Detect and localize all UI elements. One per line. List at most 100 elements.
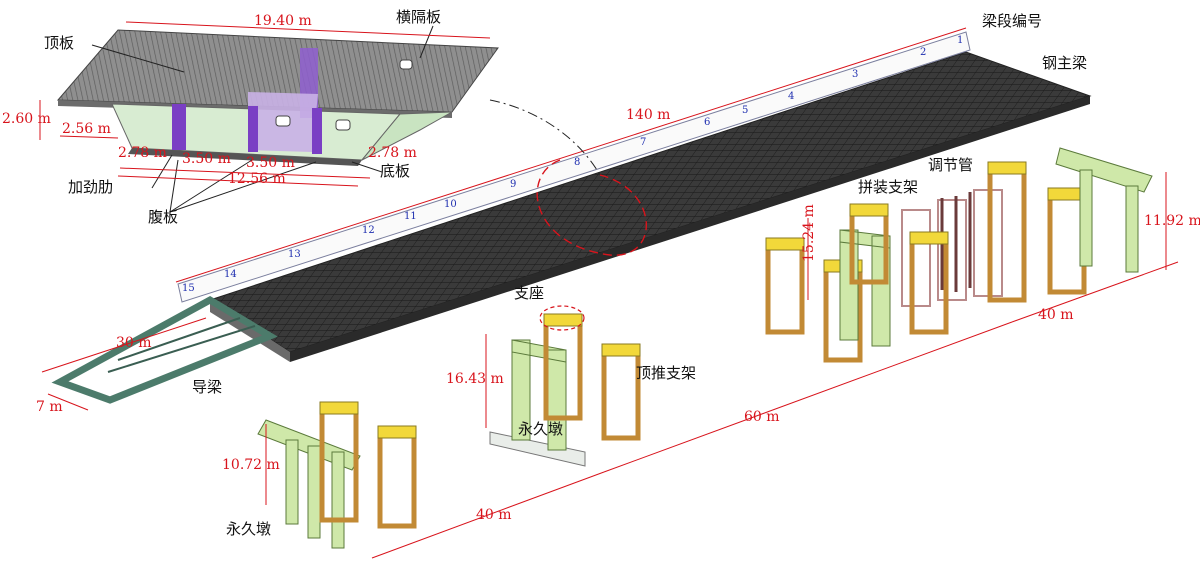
dim-span-mid: 60 m xyxy=(744,409,780,425)
leader-stiffener xyxy=(151,154,173,189)
segment-number: 7 xyxy=(640,137,647,148)
leader-bottom-plate xyxy=(351,161,383,173)
back-frame-cap-3 xyxy=(849,203,889,217)
mid-bearing-cap xyxy=(543,313,583,327)
dim-frame-height: 15.24 m xyxy=(801,204,817,262)
manhole-1 xyxy=(335,119,351,131)
leader-web-3 xyxy=(169,161,317,213)
label-top-plate: 顶板 xyxy=(44,34,75,52)
back-pier-col-2 xyxy=(1125,185,1139,273)
segment-number: 3 xyxy=(852,69,859,80)
segment-number: 12 xyxy=(362,225,375,236)
back-frame-cap-1 xyxy=(765,237,805,251)
assembly-frames xyxy=(901,189,1003,307)
dim-bottom-seg-1: 2.78 m xyxy=(118,145,167,161)
dim-front-pier-height: 10.72 m xyxy=(222,457,280,473)
dim-nose-width: 7 m xyxy=(36,399,63,415)
label-jack-frame: 顶推支架 xyxy=(636,364,697,382)
label-web: 腹板 xyxy=(148,208,179,226)
segment-number: 4 xyxy=(788,91,795,102)
label-segment-number: 梁段编号 xyxy=(982,12,1043,30)
back-assembly-group xyxy=(765,147,1167,363)
detail-ellipse xyxy=(536,159,647,256)
bearing-highlight xyxy=(539,305,585,331)
mid-jack-frame xyxy=(601,349,641,441)
dim-cantilever: 2.56 m xyxy=(62,121,111,137)
leader-diaphragm xyxy=(419,25,434,59)
web-plate-1 xyxy=(172,104,186,150)
nose-bracing xyxy=(107,317,256,373)
front-pier-col-2 xyxy=(307,445,321,539)
segment-band xyxy=(177,31,971,303)
label-diaphragm: 横隔板 xyxy=(396,8,442,26)
segment-number: 15 xyxy=(182,283,195,294)
label-permanent-pier-mid: 永久墩 xyxy=(518,420,564,438)
label-launching-nose: 导梁 xyxy=(192,378,223,396)
dim-bottom-seg-4: 2.78 m xyxy=(368,145,417,161)
dim-width-top: 19.40 m xyxy=(254,13,312,29)
segment-number: 8 xyxy=(574,157,581,168)
back-frame-1 xyxy=(765,243,805,335)
middle-pier-group xyxy=(485,305,641,467)
dim-girder-length: 140 m xyxy=(626,107,671,123)
nose-girder xyxy=(51,295,278,404)
dim-back-pier-height: 11.92 m xyxy=(1144,213,1200,229)
dim-bottom-seg-2: 3.50 m xyxy=(182,151,231,167)
label-bearing: 支座 xyxy=(514,284,545,302)
back-permanent-pier xyxy=(839,229,891,347)
leader-web-1 xyxy=(169,159,179,213)
front-jack-frame-2 xyxy=(377,431,417,529)
girder-side xyxy=(290,96,1090,362)
label-bottom-plate: 底板 xyxy=(380,162,411,180)
segment-number: 11 xyxy=(404,211,417,222)
label-assembly-frame: 拼装支架 xyxy=(858,178,919,196)
dim-bottom-width: 12.56 m xyxy=(228,171,286,187)
section-dimension-lines xyxy=(39,21,491,187)
web-plate-3 xyxy=(312,108,322,154)
segment-strip xyxy=(175,27,971,303)
manhole-2 xyxy=(275,115,291,127)
segment-number: 10 xyxy=(444,199,457,210)
span-dimension-lines xyxy=(371,261,1179,559)
dim-span-front: 40 m xyxy=(476,507,512,523)
dim-mid-pier-height: 16.43 m xyxy=(446,371,504,387)
back-frame-cap-4 xyxy=(909,231,949,245)
back-frame-cap-5 xyxy=(987,161,1027,175)
segment-number: 2 xyxy=(920,47,927,58)
label-adjust-pipe: 调节管 xyxy=(928,156,974,174)
nose-width-dim xyxy=(47,393,89,411)
bottom-plate xyxy=(128,148,362,166)
label-permanent-pier-front: 永久墩 xyxy=(226,520,272,538)
nose-length-dim xyxy=(41,317,207,373)
mid-jack-cap xyxy=(601,343,641,357)
front-jack-cap-2 xyxy=(377,425,417,439)
segment-number: 1 xyxy=(957,35,964,46)
front-pier-col-1 xyxy=(285,439,299,525)
label-main-girder: 钢主梁 xyxy=(1042,54,1088,72)
dim-section-height: 2.60 m xyxy=(2,111,51,127)
cross-section xyxy=(56,25,499,213)
front-pier-group xyxy=(257,401,417,549)
web-plate-2 xyxy=(248,106,258,152)
front-jack-cap-1 xyxy=(319,401,359,415)
segment-number: 13 xyxy=(288,249,301,260)
segment-number: 6 xyxy=(704,117,711,128)
length-dim-line xyxy=(175,27,967,283)
launching-nose xyxy=(41,295,278,411)
segment-number: 14 xyxy=(224,269,237,280)
label-stiffener: 加劲肋 xyxy=(68,178,114,196)
segment-number: 9 xyxy=(510,179,517,190)
manhole-3 xyxy=(399,59,413,70)
box-side xyxy=(361,111,453,161)
leader-top-plate xyxy=(91,44,185,73)
front-pier-col-3 xyxy=(331,451,345,549)
dim-nose-length: 30 m xyxy=(116,335,152,351)
dim-span-back: 40 m xyxy=(1038,307,1074,323)
back-frame-6 xyxy=(1047,193,1087,295)
detail-leader xyxy=(489,99,601,176)
back-pier-col-1 xyxy=(1079,169,1093,267)
dim-bottom-seg-3: 3.50 m xyxy=(246,155,295,171)
leader-web-2 xyxy=(169,159,253,213)
